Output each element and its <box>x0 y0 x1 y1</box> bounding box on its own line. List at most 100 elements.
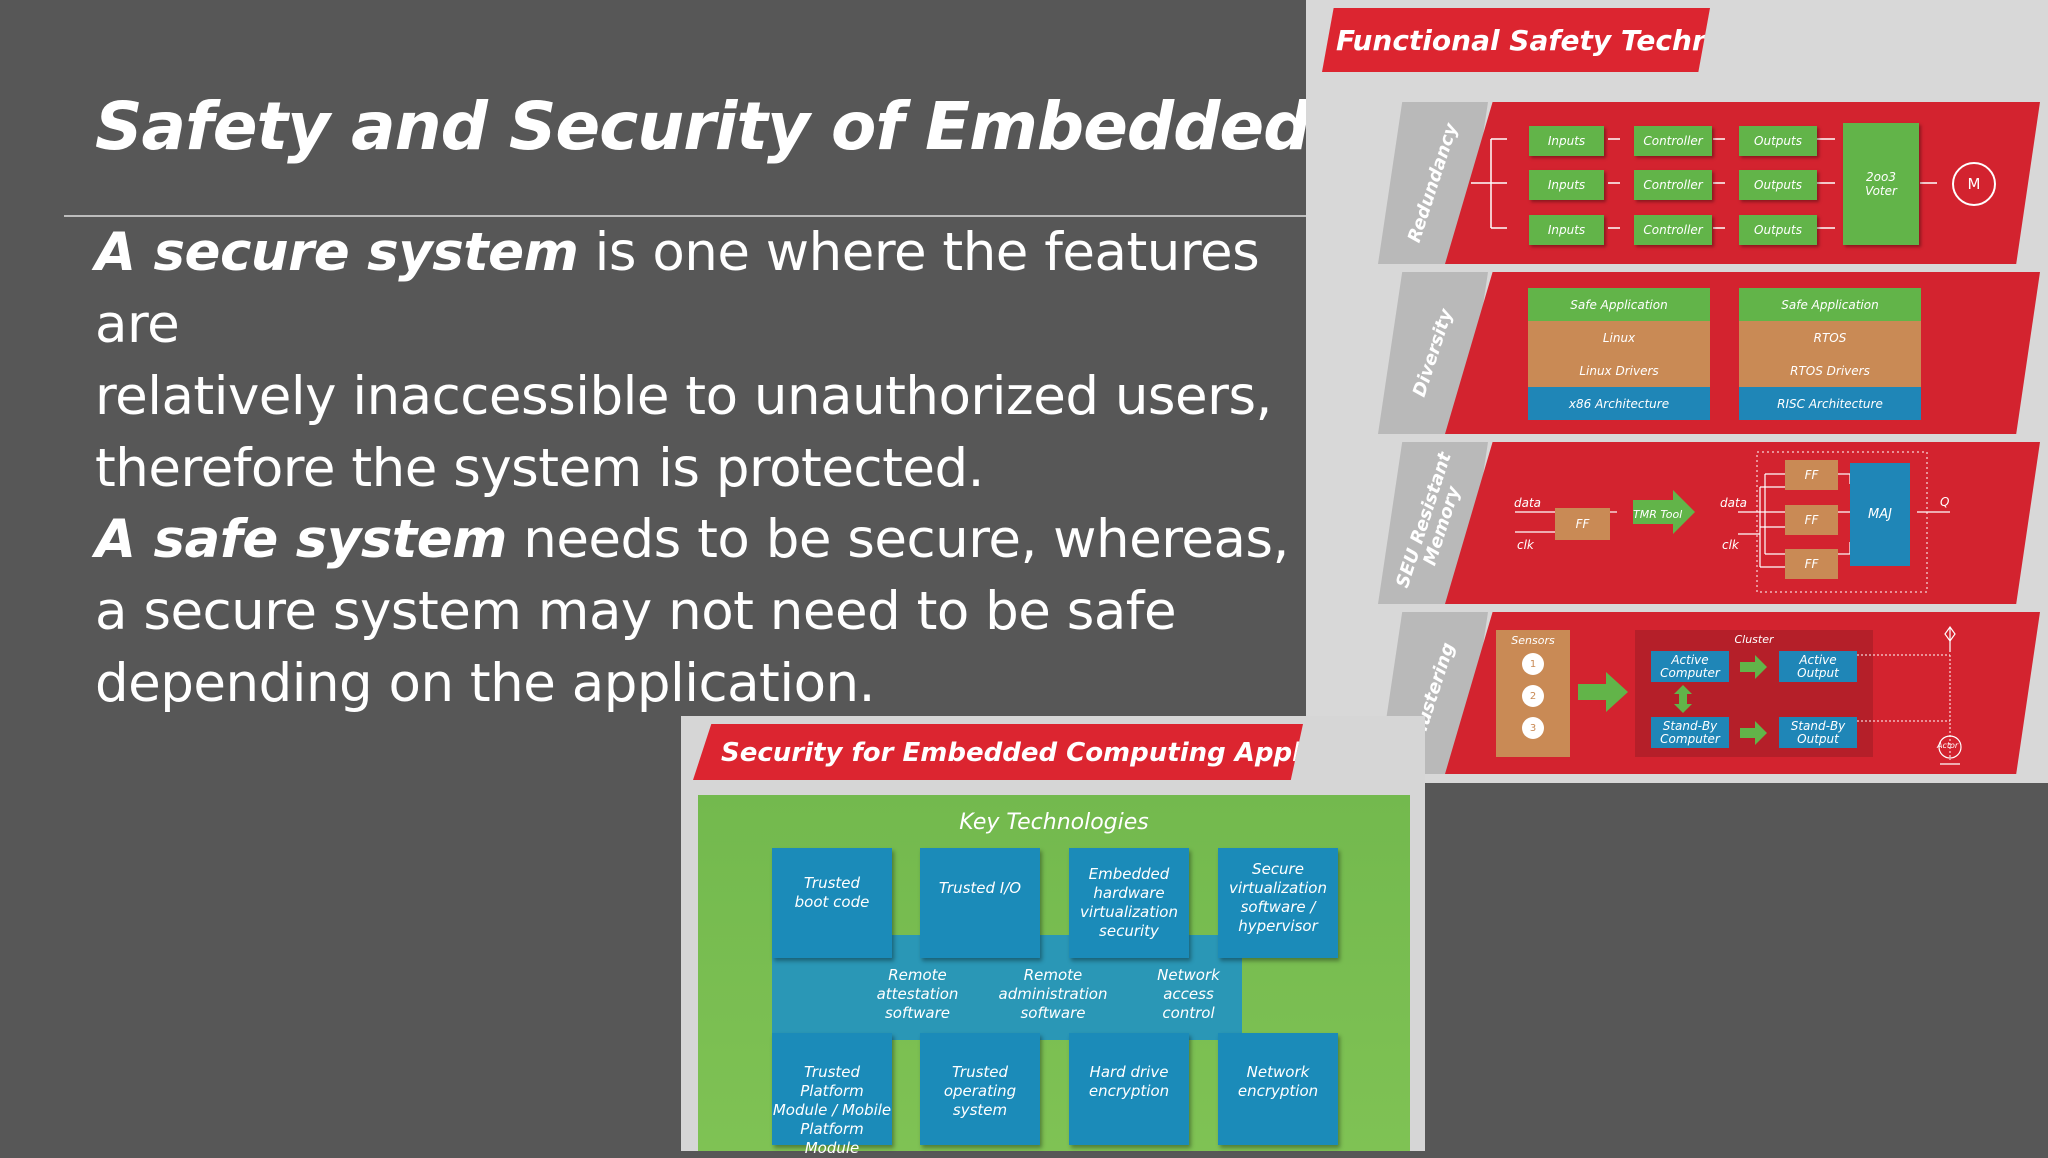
para1-line3: therefore the system is protected. <box>95 438 984 499</box>
motor-icon: M <box>1952 162 1996 206</box>
ehv-line1: Embedded <box>1088 865 1170 883</box>
trusted-io-box: Trusted I/O <box>920 848 1040 958</box>
hde-line2: encryption <box>1088 1082 1170 1100</box>
standby-output-line1: Stand-By <box>1790 718 1846 733</box>
sensors-box: Sensors 1 2 3 <box>1496 630 1570 757</box>
voter-line1: 2oo3 <box>1866 170 1896 184</box>
active-output: Active Output <box>1779 651 1857 682</box>
diversity-left-stack: Safe Application Linux Linux Drivers x86… <box>1528 288 1710 420</box>
redundancy-connectors <box>1471 138 1937 229</box>
ehv-line2: hardware <box>1093 884 1165 902</box>
tpm-line3: Platform Module <box>800 1120 864 1157</box>
active-computer-line2: Computer <box>1660 665 1720 680</box>
security-title: Security for Embedded Computing Applicat… <box>721 738 1417 768</box>
redundancy-voter: 2oo3 Voter <box>1843 123 1919 245</box>
redundancy-controller-1: Controller <box>1634 126 1712 156</box>
majority-voter: MAJ <box>1850 463 1910 566</box>
redundancy-outputs-3: Outputs <box>1739 215 1817 245</box>
seu-panel <box>1445 442 2040 604</box>
key-technologies-title: Key Technologies <box>959 810 1149 835</box>
redundancy-controller-2: Controller <box>1634 170 1712 200</box>
standby-output: Stand-By Output <box>1779 717 1857 748</box>
standby-computer: Stand-By Computer <box>1651 717 1729 748</box>
svs-line2: virtualization <box>1229 879 1327 897</box>
para1-line2: relatively inaccessible to unauthorized … <box>95 366 1272 427</box>
seu-clk-in: clk <box>1517 538 1534 552</box>
radm-line3: software <box>1020 1003 1086 1022</box>
standby-output-line2: Output <box>1797 731 1839 746</box>
diversity-label: Diversity <box>1408 306 1458 400</box>
para2-line2: a secure system may not need to be safe <box>95 581 1177 642</box>
svs-line4: hypervisor <box>1238 917 1318 935</box>
nac-line3: control <box>1162 1003 1215 1022</box>
left-architecture: x86 Architecture <box>1528 387 1710 420</box>
redundancy-controller-3: Controller <box>1634 215 1712 245</box>
safe-system-paragraph: A safe system needs to be secure, wherea… <box>95 504 1325 720</box>
redundancy-outputs-1: Outputs <box>1739 126 1817 156</box>
slide-title: Safety and Security of Embedded Systems <box>95 88 1640 165</box>
active-output-line1: Active <box>1799 652 1837 667</box>
hde-line1: Hard drive <box>1089 1063 1169 1081</box>
ra-line2: attestation <box>876 984 959 1003</box>
seu-q-out: Q <box>1940 495 1950 509</box>
ra-line1: Remote <box>888 965 947 984</box>
security-header: Security for Embedded Computing Applicat… <box>693 724 1303 780</box>
redundancy-inputs-3: Inputs <box>1529 215 1604 245</box>
ra-line3: software <box>884 1003 950 1022</box>
trusted-boot-line2: boot code <box>794 893 870 911</box>
motor-label: M <box>1967 175 1981 193</box>
para2-line3: depending on the application. <box>95 653 875 714</box>
standby-computer-line1: Stand-By <box>1662 718 1718 733</box>
ehv-line4: security <box>1099 922 1159 940</box>
tos-line2: operating <box>943 1082 1017 1100</box>
seu-connectors <box>1515 451 1950 593</box>
trusted-boot-line1: Trusted <box>803 874 861 892</box>
sensors-label: Sensors <box>1511 634 1555 647</box>
sensor-1: 1 <box>1522 653 1544 675</box>
ne-line2: encryption <box>1237 1082 1319 1100</box>
redundancy-outputs-2: Outputs <box>1739 170 1817 200</box>
tmr-tool-label: TMR Tool <box>1633 508 1683 521</box>
sensor-3: 3 <box>1522 717 1544 739</box>
active-computer-line1: Active <box>1671 652 1709 667</box>
redundancy-inputs-2: Inputs <box>1529 170 1604 200</box>
left-drivers: Linux Drivers <box>1528 354 1710 387</box>
ehv-line3: virtualization <box>1080 903 1178 921</box>
left-os: Linux <box>1528 321 1710 354</box>
seu-data-out: data <box>1720 496 1748 510</box>
left-safe-application: Safe Application <box>1528 288 1710 321</box>
functional-safety-header: Functional Safety Techniques <box>1322 8 1710 72</box>
redundancy-inputs-1: Inputs <box>1529 126 1604 156</box>
seu-data-in: data <box>1514 496 1542 510</box>
actor-label: Actor <box>1937 741 1959 750</box>
safe-system-term: A safe system <box>95 509 507 570</box>
nac-line2: access <box>1163 984 1214 1003</box>
para2-line1: needs to be secure, whereas, <box>506 509 1289 570</box>
right-architecture: RISC Architecture <box>1739 387 1921 420</box>
seu-input-ff: FF <box>1555 508 1610 540</box>
right-safe-application: Safe Application <box>1739 288 1921 321</box>
title-divider <box>64 215 1306 217</box>
right-os: RTOS <box>1739 321 1921 354</box>
cluster-label: Cluster <box>1734 633 1774 646</box>
secure-system-term: A secure system <box>95 222 579 283</box>
functional-safety-title: Functional Safety Techniques <box>1336 24 1798 57</box>
active-computer: Active Computer <box>1651 651 1729 682</box>
sensor-2: 2 <box>1522 685 1544 707</box>
voter-line2: Voter <box>1865 184 1897 198</box>
nac-line1: Network <box>1157 965 1220 984</box>
para1-line1: is one where the features are <box>95 222 1260 355</box>
standby-computer-line2: Computer <box>1660 731 1720 746</box>
tos-line1: Trusted <box>951 1063 1009 1081</box>
radm-line1: Remote <box>1023 965 1083 984</box>
tos-line3: system <box>952 1101 1008 1119</box>
svs-line3: software / <box>1240 898 1316 916</box>
